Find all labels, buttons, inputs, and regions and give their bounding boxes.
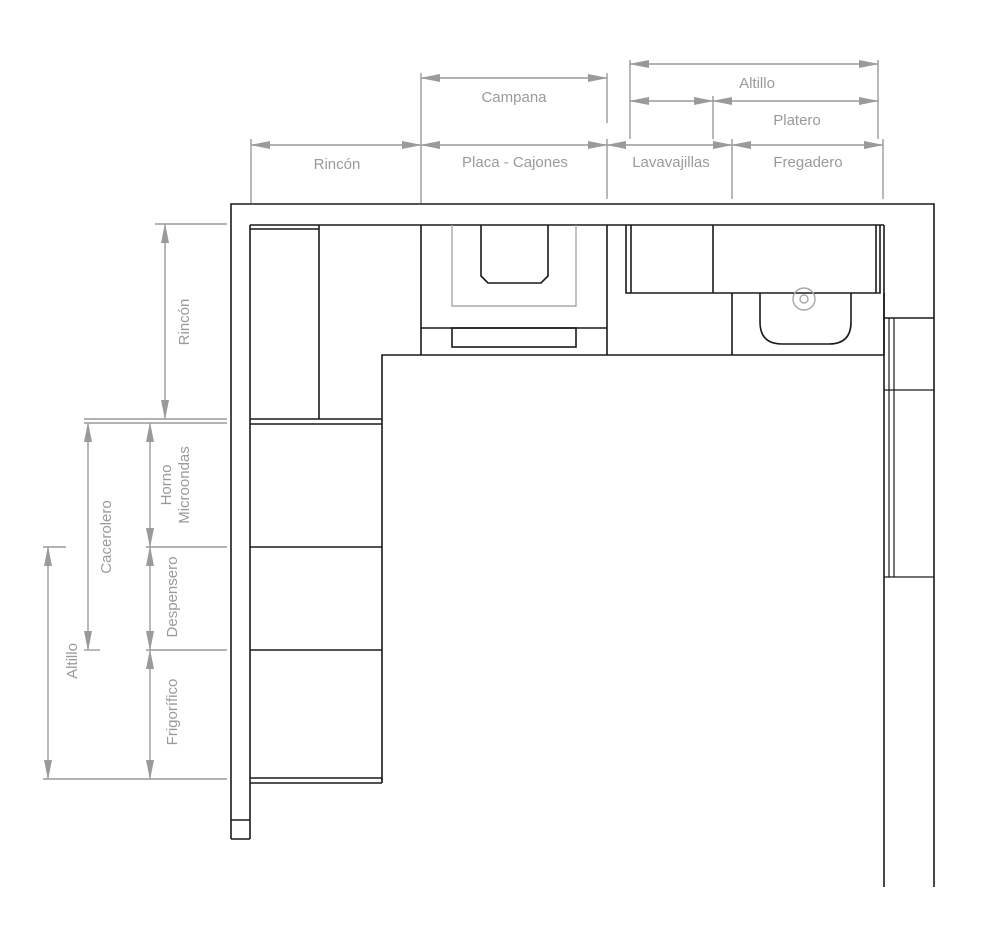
window (884, 318, 934, 578)
wall-outer (230, 203, 935, 887)
left-dimensions: Rincón Horno Microondas Cacerolero Despe… (43, 223, 227, 780)
label-rincon-top: Rincón (314, 156, 361, 173)
label-lavavajillas: Lavavajillas (632, 154, 710, 171)
cooktop-drawers-cabinet (420, 225, 608, 355)
countertop-front (381, 354, 884, 780)
extractor-hood (451, 225, 577, 307)
label-altillo-top: Altillo (739, 75, 775, 92)
label-despensero: Despensero (164, 557, 181, 638)
walls (230, 203, 935, 887)
hood-chimney (480, 225, 549, 284)
label-platero: Platero (773, 112, 821, 129)
top-dimensions: Campana Altillo Platero Rincón Placa - C… (250, 60, 884, 203)
label-altillo-side: Altillo (64, 643, 81, 679)
sink-basin (759, 293, 852, 345)
faucet (792, 287, 816, 311)
drawer-handle (451, 327, 577, 348)
label-frigorifico: Frigorífico (164, 679, 181, 746)
sink-cabinet (731, 293, 885, 355)
corner-cabinet (250, 225, 382, 425)
label-cacerolero: Cacerolero (98, 500, 115, 573)
fridge-column (250, 777, 383, 784)
label-microondas: Microondas (176, 446, 193, 524)
label-fregadero: Fregadero (773, 154, 842, 171)
label-campana: Campana (481, 89, 547, 106)
upper-cabinets (625, 225, 881, 294)
label-placa-cajones: Placa - Cajones (462, 154, 568, 171)
label-horno: Horno (158, 465, 175, 506)
label-rincon-side: Rincón (176, 299, 193, 346)
